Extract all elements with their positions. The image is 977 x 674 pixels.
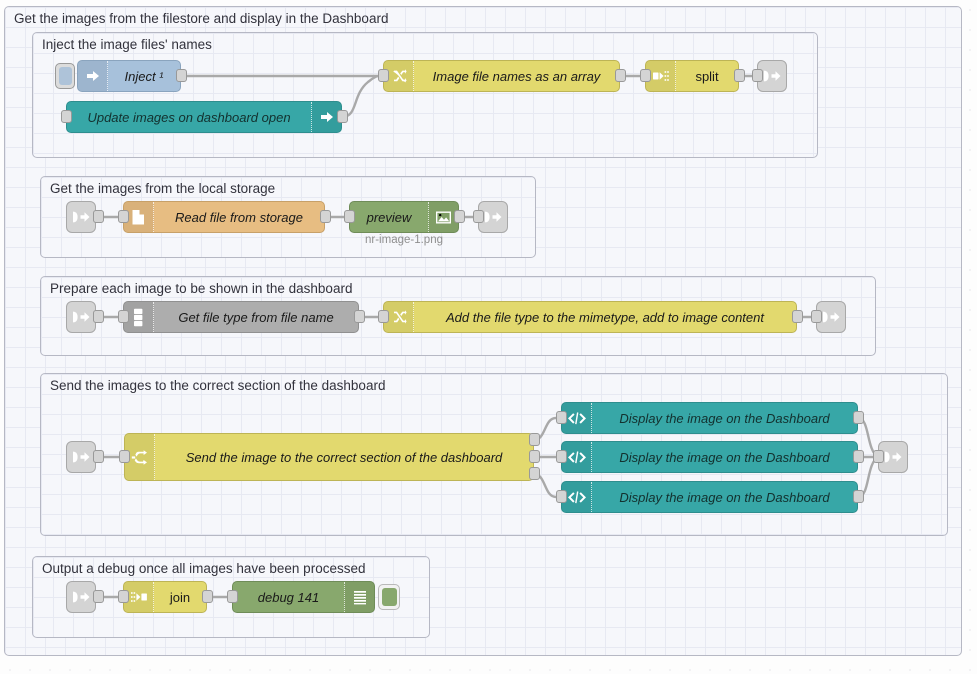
node-split[interactable]: split — [645, 60, 739, 92]
debug-toggle-button[interactable] — [378, 584, 400, 610]
node-link-in-2[interactable] — [66, 201, 96, 233]
node-link-in-3[interactable] — [66, 301, 96, 333]
node-link-in-5[interactable] — [66, 581, 96, 613]
ui-event-arrow-icon — [311, 102, 341, 132]
node-image-file-names-output-port[interactable] — [615, 69, 626, 82]
group-inject-label: Inject the image files' names — [42, 37, 212, 52]
node-update-images-input-port[interactable] — [61, 110, 72, 123]
node-split-output-port[interactable] — [734, 69, 745, 82]
node-inject[interactable]: Inject ¹ — [77, 60, 181, 92]
inject-trigger-button[interactable] — [55, 63, 75, 89]
node-switch-section[interactable]: Send the image to the correct section of… — [124, 433, 534, 481]
node-preview-label: preview — [366, 209, 412, 225]
node-read-file-input-port[interactable] — [118, 210, 129, 223]
node-link-out-3-input-port[interactable] — [811, 310, 822, 323]
node-image-file-names[interactable]: Image file names as an array — [383, 60, 620, 92]
node-update-images[interactable]: Update images on dashboard open — [66, 101, 342, 133]
node-join-label: join — [169, 589, 191, 605]
node-display-1-input-port[interactable] — [556, 411, 567, 424]
group-storage-label: Get the images from the local storage — [50, 181, 276, 196]
node-image-file-names-label: Image file names as an array — [432, 68, 601, 84]
node-preview[interactable]: preview — [349, 201, 459, 233]
node-get-file-type-input-port[interactable] — [118, 310, 129, 323]
node-display-2-output-port[interactable] — [853, 450, 864, 463]
node-display-2-input-port[interactable] — [556, 450, 567, 463]
node-get-file-type-output-port[interactable] — [354, 310, 365, 323]
node-link-in-4[interactable] — [66, 441, 96, 473]
node-debug-label: debug 141 — [257, 589, 320, 605]
node-add-mimetype-output-port[interactable] — [792, 310, 803, 323]
group-output-label: Output a debug once all images have been… — [42, 561, 366, 576]
switch-icon — [125, 434, 155, 480]
node-get-file-type[interactable]: Get file type from file name — [123, 301, 359, 333]
node-read-file-label: Read file from storage — [175, 209, 303, 225]
join-icon — [124, 582, 154, 612]
group-outer-label: Get the images from the filestore and di… — [14, 11, 389, 26]
node-link-in-2-output-port[interactable] — [93, 210, 104, 223]
node-display-3-label: Display the image on the Dashboard — [619, 489, 830, 505]
node-update-images-output-port[interactable] — [337, 110, 348, 123]
group-inject[interactable]: Inject the image files' names — [32, 32, 818, 158]
change-swap-icon — [384, 302, 414, 332]
code-tags-icon — [562, 403, 592, 433]
node-image-file-names-input-port[interactable] — [378, 69, 389, 82]
code-tags-icon — [562, 482, 592, 512]
node-link-in-3-output-port[interactable] — [93, 310, 104, 323]
node-split-label: split — [695, 68, 719, 84]
node-display-1[interactable]: Display the image on the Dashboard — [561, 402, 858, 434]
node-link-in-4-output-port[interactable] — [93, 450, 104, 463]
split-icon — [646, 61, 676, 91]
node-switch-output-port-1[interactable] — [529, 433, 540, 446]
node-inject-output-port[interactable] — [176, 69, 187, 82]
node-update-images-label: Update images on dashboard open — [87, 109, 291, 125]
node-debug[interactable]: debug 141 — [232, 581, 375, 613]
node-display-1-output-port[interactable] — [853, 411, 864, 424]
node-split-input-port[interactable] — [640, 69, 651, 82]
node-get-file-type-label: Get file type from file name — [178, 309, 334, 325]
node-display-3[interactable]: Display the image on the Dashboard — [561, 481, 858, 513]
code-tags-icon — [562, 442, 592, 472]
node-read-file-output-port[interactable] — [320, 210, 331, 223]
node-link-out-1-input-port[interactable] — [752, 69, 763, 82]
inject-arrow-icon — [78, 61, 108, 91]
debug-lines-icon — [344, 582, 374, 612]
node-link-in-5-output-port[interactable] — [93, 590, 104, 603]
node-display-3-input-port[interactable] — [556, 490, 567, 503]
node-join-input-port[interactable] — [118, 590, 129, 603]
node-preview-input-port[interactable] — [344, 210, 355, 223]
node-display-2[interactable]: Display the image on the Dashboard — [561, 441, 858, 473]
inject-button-inner — [58, 67, 72, 85]
file-read-icon — [124, 202, 154, 232]
node-inject-label: Inject ¹ — [124, 68, 164, 84]
change-swap-icon — [384, 61, 414, 91]
group-send-label: Send the images to the correct section o… — [50, 378, 386, 393]
node-add-mimetype-label: Add the file type to the mimetype, add t… — [446, 309, 764, 325]
node-link-out-2-input-port[interactable] — [473, 210, 484, 223]
node-switch-output-port-2[interactable] — [529, 450, 540, 463]
node-join-output-port[interactable] — [202, 590, 213, 603]
node-link-out-4-input-port[interactable] — [873, 450, 884, 463]
node-read-file[interactable]: Read file from storage — [123, 201, 325, 233]
node-add-mimetype-input-port[interactable] — [378, 310, 389, 323]
node-add-mimetype[interactable]: Add the file type to the mimetype, add t… — [383, 301, 797, 333]
node-switch-section-input-port[interactable] — [119, 450, 130, 463]
group-prepare-label: Prepare each image to be shown in the da… — [50, 281, 353, 296]
node-display-1-label: Display the image on the Dashboard — [619, 410, 830, 426]
node-display-2-label: Display the image on the Dashboard — [619, 449, 830, 465]
image-preview-icon — [428, 202, 458, 232]
template-abc-icon — [124, 302, 154, 332]
node-preview-caption: nr-image-1.png — [365, 234, 443, 246]
node-preview-output-port[interactable] — [454, 210, 465, 223]
node-switch-output-port-3[interactable] — [529, 467, 540, 480]
debug-toggle-inner — [381, 588, 397, 606]
node-switch-section-label: Send the image to the correct section of… — [185, 449, 503, 465]
node-join[interactable]: join — [123, 581, 207, 613]
node-display-3-output-port[interactable] — [853, 490, 864, 503]
node-debug-input-port[interactable] — [227, 590, 238, 603]
